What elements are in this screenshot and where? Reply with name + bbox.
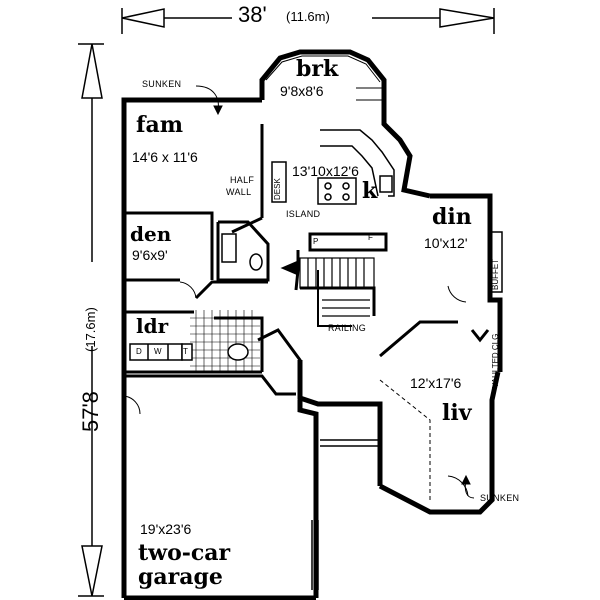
din-room-name: din [432, 204, 472, 230]
vaulted-ceiling-note: VAULTED CLG [491, 333, 500, 388]
brk-room-name: brk [296, 56, 339, 82]
depth-main-label: 57'8 [78, 391, 103, 432]
half-wall-note-2: WALL [226, 187, 252, 197]
liv-room-size: 12'x17'6 [410, 375, 462, 391]
laundry-w-label: W [154, 347, 162, 356]
width-dimension-line [121, 8, 495, 34]
depth-metric-label: (17.6m) [83, 307, 98, 352]
railing-note: RAILING [328, 323, 367, 333]
garage-room-size: 19'x23'6 [140, 521, 192, 537]
laundry-d-label: D [136, 347, 142, 356]
railing [317, 270, 352, 327]
sunken-arrows [195, 85, 475, 499]
breakfast-bay-windows [265, 55, 384, 101]
garage-room-name-line1: two-car [138, 540, 231, 566]
garage-room-name-line2: garage [138, 564, 223, 590]
depth-dimension-line [78, 43, 104, 597]
garage-door [311, 520, 319, 590]
laundry-t-label: T [183, 347, 188, 356]
fam-room-size: 14'6 x 11'6 [132, 149, 198, 165]
width-main-label: 38' [238, 2, 267, 27]
door-swings [123, 281, 469, 497]
desk-label: DESK [273, 178, 282, 200]
interior-walls [124, 124, 490, 396]
kitchen-counter [320, 129, 395, 197]
fridge-label: F [368, 233, 373, 242]
kitchen-island [317, 177, 357, 205]
din-room-size: 10'x12' [424, 235, 468, 251]
den-bath-fixtures [221, 233, 263, 271]
front-entry-step [320, 439, 378, 447]
laundry-appliances [129, 343, 249, 361]
width-metric-label: (11.6m) [286, 9, 330, 24]
buffet [489, 231, 503, 293]
fam-room-name: fam [136, 112, 183, 138]
half-wall-note-1: HALF [230, 175, 255, 185]
kitchen-room-name: k [362, 178, 378, 204]
kitchen-room-size: 13'10x12'6 [292, 163, 359, 179]
island-note: ISLAND [286, 209, 321, 219]
liv-room-name: liv [442, 400, 472, 426]
sunken-note-bottom: SUNKEN [480, 493, 520, 503]
laundry-tile-area [190, 310, 260, 372]
sunken-note-top: SUNKEN [142, 79, 182, 89]
buffet-label: BUFFET [491, 258, 500, 290]
ldr-room-name: ldr [136, 314, 169, 338]
staircase [280, 257, 375, 322]
den-room-name: den [130, 222, 172, 246]
vaulted-ceiling-lines [379, 379, 431, 502]
pantry-label: P [313, 237, 319, 246]
brk-room-size: 9'8x8'6 [280, 83, 324, 99]
den-room-size: 9'6x9' [132, 247, 168, 263]
desk [271, 161, 287, 203]
